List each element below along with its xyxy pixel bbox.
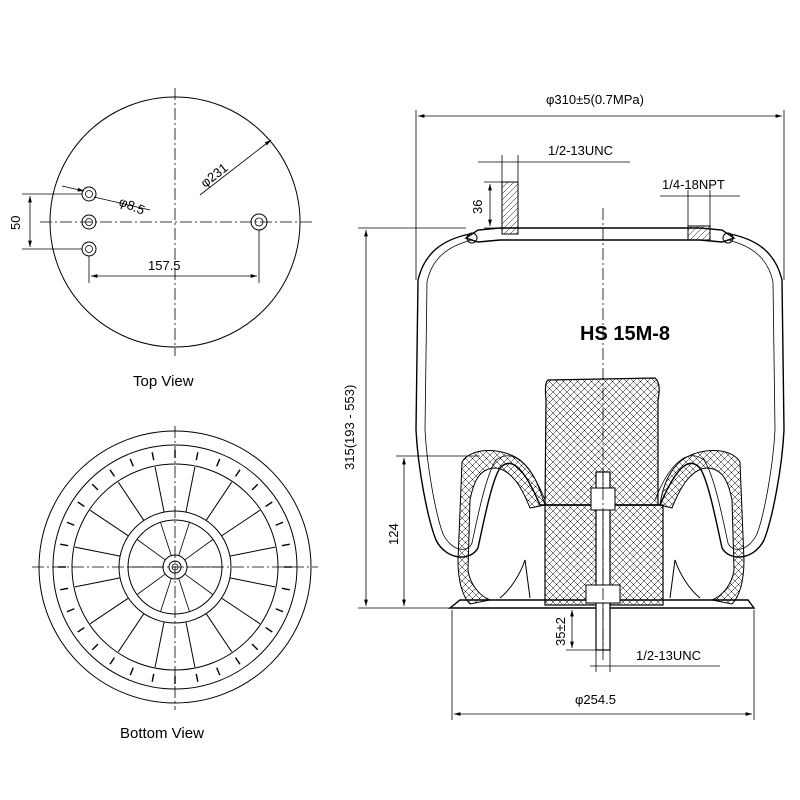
mounting-hole [81,214,97,230]
piston-rib [221,597,261,625]
model-title: HS 15M-8 [580,323,670,345]
hub-rib [178,578,190,612]
top-stud [501,181,519,235]
piston-diameter-label: φ254.5 [575,692,616,707]
hub-rib [136,539,166,561]
air-fitting [687,225,711,241]
side-view: φ310±5(0.7MPa) 1/2-13UNC 1/4-18NPT 36 31… [342,92,785,720]
piston-rib [154,621,165,668]
hub-rib [160,578,172,612]
hub-rib [184,539,214,561]
left-bellow-lobe [457,449,546,605]
air-fitting-label: 1/4-18NPT [662,177,725,192]
max-diameter-label: φ310±5(0.7MPa) [546,92,644,107]
top-view: φ8.5 φ231 50 157.5 [8,88,312,356]
rim-tick [60,543,69,547]
rim-tick [129,667,134,676]
center-bolt [168,560,182,574]
bottom-view [32,426,318,710]
rim-tick [195,673,199,682]
rim-tick [234,657,241,665]
rim-tick [60,587,69,591]
rim-tick [275,521,284,526]
piston-rib [117,481,145,521]
piston-rib [74,546,121,557]
rim-tick [275,608,284,613]
rim-tick [251,483,259,491]
horizontal-spacing-label: 157.5 [148,258,181,273]
rim-tick-marks [58,450,292,684]
top-view-title: Top View [133,373,194,390]
piston-rib [89,597,129,625]
rim-tick [281,543,290,547]
bottom-stud-label: 35±2 [553,617,568,646]
hub-rib [184,573,214,595]
rim-tick [91,643,99,651]
rim-tick [109,657,116,665]
rim-tick [77,626,85,633]
hub-rib [136,573,166,595]
bottom-view-title: Bottom View [120,725,204,742]
bolt-circle-label: φ231 [198,160,231,190]
piston-rib [229,546,276,557]
rim-tick [265,626,273,633]
rim-tick [234,469,241,477]
bottom-thread-label: 1/2-13UNC [636,648,701,663]
piston-height-label: 124 [386,523,401,545]
piston-base [448,599,756,609]
rim-tick [109,469,116,477]
top-bead-plate [464,227,736,243]
rim-tick [216,667,221,676]
piston-rib [185,621,196,668]
rim-tick [265,501,273,508]
right-bellow-lobe [659,449,745,605]
piston-rib [89,509,129,537]
piston-rib [221,509,261,537]
top-thread-label: 1/2-13UNC [548,143,613,158]
piston-rib [205,481,233,521]
hole-diameter-label: φ8.5 [117,194,147,218]
rim-tick [66,608,75,613]
piston-rib [205,613,233,653]
piston-rib [154,466,165,513]
mounting-hole [81,186,97,202]
rim-tick [77,501,85,508]
stud-height-label: 36 [470,200,485,214]
piston-rib [185,466,196,513]
vertical-spacing-label: 50 [8,216,23,230]
rim-tick [66,521,75,526]
design-height-label: 315(193 - 553) [342,385,357,470]
piston-rib [229,577,276,588]
rim-tick [129,458,134,467]
center-boss [162,554,188,580]
mounting-hole [81,241,97,257]
rim-tick [251,643,259,651]
rim-tick [281,587,290,591]
rim-tick [151,452,155,461]
piston-rib [74,577,121,588]
piston-ribs [74,466,276,668]
piston-rib [117,613,145,653]
rim-tick [151,673,155,682]
hub-rib [178,522,190,556]
hub-rib [160,522,172,556]
rim-tick [216,458,221,467]
rim-tick [91,483,99,491]
rim-tick [195,452,199,461]
